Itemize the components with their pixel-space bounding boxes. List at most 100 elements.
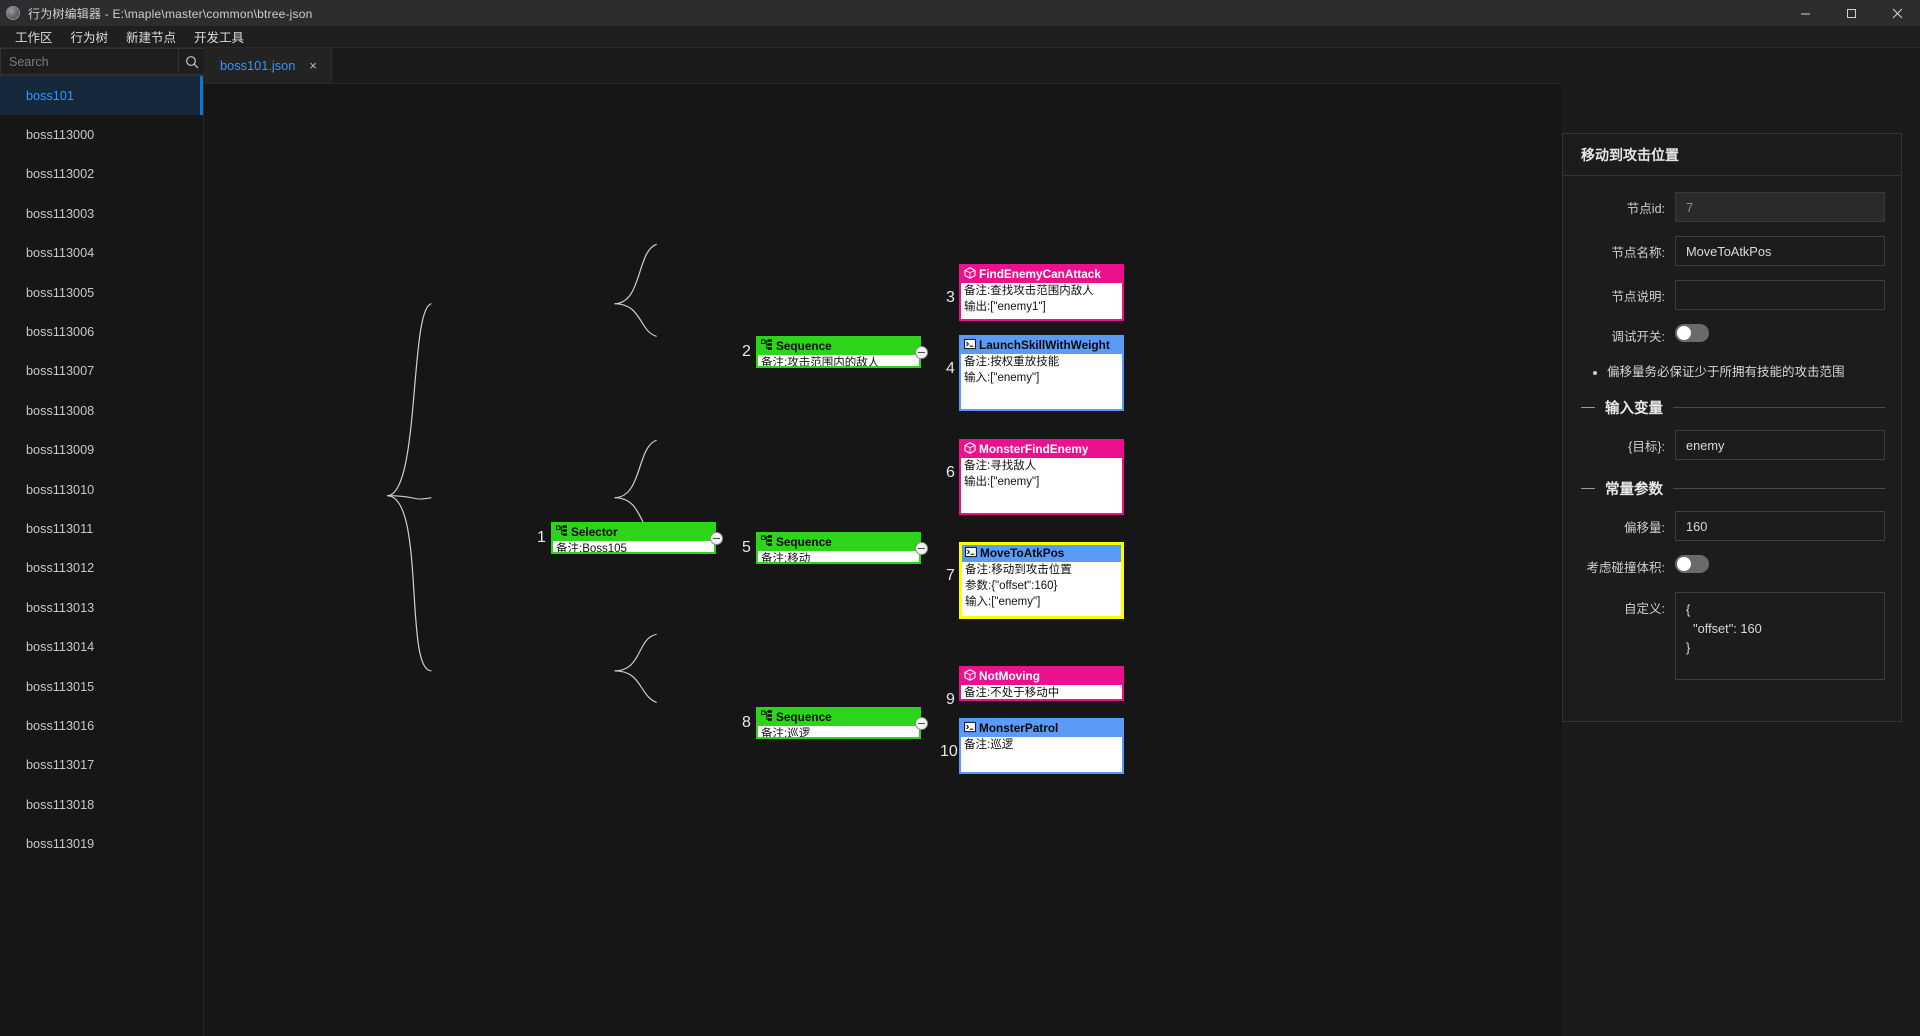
hexagon-icon	[964, 668, 976, 685]
collision-toggle-label: 考虑碰撞体积:	[1586, 561, 1665, 575]
sidebar-item-label: boss113017	[26, 758, 95, 773]
node-line: 备注:Boss105	[556, 543, 627, 554]
sidebar-item-boss113000[interactable]: boss113000	[0, 115, 203, 154]
sidebar-item-label: boss113010	[26, 482, 95, 497]
field-node-name: 节点名称:	[1563, 236, 1885, 266]
app-logo-icon	[6, 6, 20, 20]
menu-item-dev-tools[interactable]: 开发工具	[194, 31, 245, 45]
node-header: MonsterPatrol	[961, 720, 1122, 737]
minimize-button[interactable]	[1782, 0, 1828, 26]
field-node-id: 节点id:	[1563, 192, 1885, 222]
sidebar-item-boss113017[interactable]: boss113017	[0, 746, 203, 785]
debug-switch-toggle[interactable]	[1675, 324, 1709, 342]
tree-node-Sequence[interactable]: Sequence 备注:攻击范围内的敌人	[756, 336, 921, 368]
sitemap-icon	[556, 524, 568, 541]
properties-body: 节点id: 节点名称: 节点说明: 调试开关:	[1563, 176, 1901, 721]
menu-item-new-node[interactable]: 新建节点	[126, 31, 177, 45]
sidebar-item-label: boss101	[26, 88, 74, 103]
hexagon-icon	[964, 441, 976, 458]
node-index-4: 4	[946, 360, 955, 377]
sidebar-item-boss113009[interactable]: boss113009	[0, 431, 203, 470]
sidebar-item-boss113013[interactable]: boss113013	[0, 588, 203, 627]
const-section-title: 常量参数	[1605, 482, 1663, 498]
node-header: Sequence	[758, 709, 919, 726]
sidebar-item-boss113007[interactable]: boss113007	[0, 352, 203, 391]
sidebar-item-boss113019[interactable]: boss113019	[0, 824, 203, 863]
node-name-input[interactable]	[1675, 236, 1885, 266]
tab-close-icon[interactable]: ×	[309, 58, 318, 73]
close-button[interactable]	[1874, 0, 1920, 26]
custom-json-textarea[interactable]: { "offset": 160 }	[1675, 592, 1885, 680]
node-collapse-toggle[interactable]	[915, 542, 928, 555]
sidebar-item-label: boss113006	[26, 325, 95, 340]
property-note: 偏移量务必保证少于所拥有技能的攻击范围	[1563, 361, 1885, 393]
tab-bar: boss101.json ×	[204, 48, 1562, 84]
sidebar-item-label: boss113013	[26, 600, 95, 615]
collision-toggle[interactable]	[1675, 555, 1709, 573]
node-collapse-toggle[interactable]	[915, 717, 928, 730]
node-name-label: 节点名称:	[1611, 245, 1665, 260]
sidebar-item-label: boss113004	[26, 246, 95, 261]
toggle-knob	[1677, 326, 1691, 340]
sidebar-item-boss113016[interactable]: boss113016	[0, 706, 203, 745]
input-target-input[interactable]	[1675, 430, 1885, 460]
custom-json-label: 自定义:	[1624, 602, 1665, 616]
maximize-button[interactable]	[1828, 0, 1874, 26]
sidebar-item-boss113003[interactable]: boss113003	[0, 194, 203, 233]
sidebar-item-boss113010[interactable]: boss113010	[0, 470, 203, 509]
sidebar-item-boss113011[interactable]: boss113011	[0, 509, 203, 548]
collapse-dash-icon-2[interactable]	[1581, 488, 1595, 489]
node-title: LaunchSkillWithWeight	[979, 338, 1110, 352]
node-collapse-toggle[interactable]	[915, 346, 928, 359]
section-rule	[1673, 407, 1885, 408]
menu-item-workspace[interactable]: 工作区	[15, 31, 53, 45]
node-line: 备注:寻找敌人	[964, 460, 1037, 472]
section-const-params: 常量参数	[1563, 474, 1885, 511]
collapse-dash-icon[interactable]	[1581, 407, 1595, 408]
node-index-8: 8	[742, 714, 751, 731]
search-row	[0, 48, 206, 76]
node-line: 输入:["enemy"]	[964, 372, 1040, 384]
tab-boss101-json[interactable]: boss101.json ×	[204, 48, 333, 83]
sidebar-item-boss113005[interactable]: boss113005	[0, 273, 203, 312]
node-collapse-toggle[interactable]	[710, 532, 723, 545]
sidebar-item-label: boss113011	[26, 521, 94, 536]
offset-label: 偏移量:	[1624, 520, 1665, 535]
offset-input[interactable]	[1675, 511, 1885, 541]
node-line: 备注:攻击范围内的敌人	[761, 357, 880, 368]
node-index-6: 6	[946, 464, 955, 481]
sidebar-item-boss101[interactable]: boss101	[0, 76, 203, 116]
menu-item-behavior-tree[interactable]: 行为树	[70, 31, 109, 45]
node-title: Sequence	[776, 339, 832, 353]
sidebar-item-boss113015[interactable]: boss113015	[0, 667, 203, 706]
sidebar-item-boss113006[interactable]: boss113006	[0, 312, 203, 351]
node-header: MonsterFindEnemy	[961, 441, 1122, 458]
node-line: 备注:不处于移动中	[964, 687, 1060, 699]
sidebar-item-boss113008[interactable]: boss113008	[0, 391, 203, 430]
node-index-1: 1	[537, 529, 546, 546]
sidebar-item-boss113012[interactable]: boss113012	[0, 549, 203, 588]
sidebar-item-boss113018[interactable]: boss113018	[0, 785, 203, 824]
node-index-3: 3	[946, 289, 955, 306]
search-icon[interactable]	[178, 48, 206, 75]
sidebar-item-label: boss113007	[26, 364, 95, 379]
sidebar-item-boss113004[interactable]: boss113004	[0, 234, 203, 273]
node-index-10: 10	[940, 743, 958, 760]
sidebar-item-boss113014[interactable]: boss113014	[0, 627, 203, 666]
sidebar-item-boss113002[interactable]: boss113002	[0, 155, 203, 194]
field-custom-json: 自定义: { "offset": 160 }	[1563, 592, 1885, 685]
node-desc-label: 节点说明:	[1611, 289, 1665, 304]
search-input[interactable]	[0, 48, 178, 75]
node-desc-input[interactable]	[1675, 280, 1885, 310]
